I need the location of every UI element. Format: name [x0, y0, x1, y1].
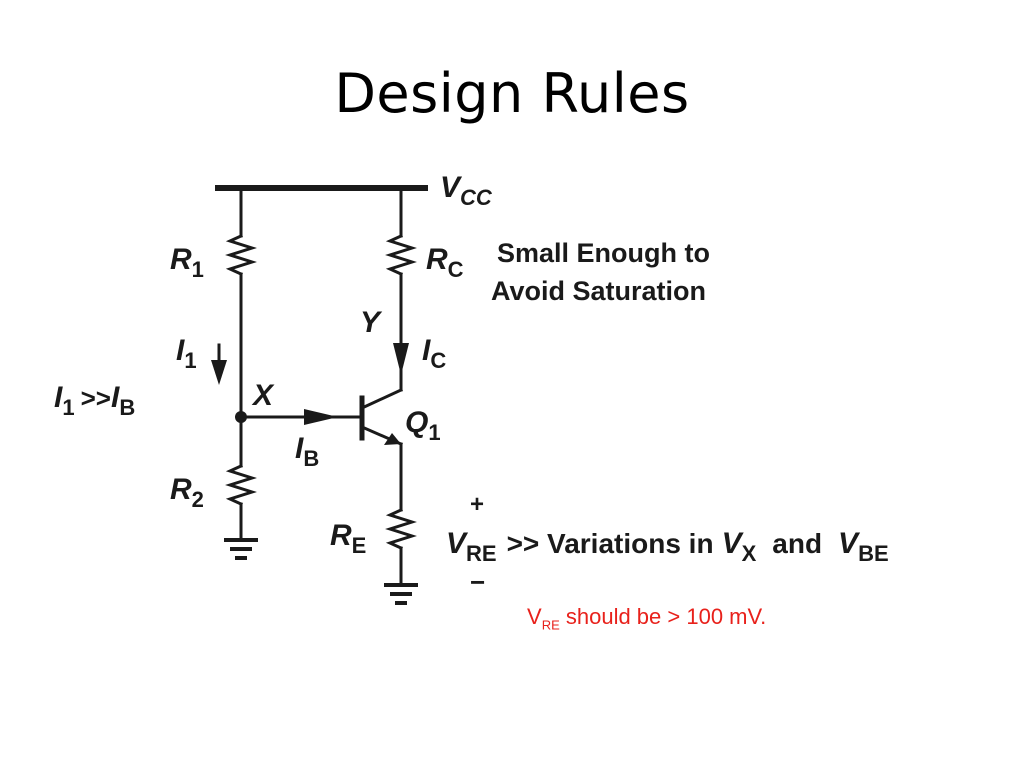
label-r1: R1: [170, 243, 204, 282]
label-r2: R2: [170, 473, 204, 512]
resistor-r1: [225, 234, 257, 276]
label-i1: I1: [176, 334, 197, 373]
ic-arrow: [393, 343, 409, 375]
resistor-rc: [385, 234, 417, 276]
resistor-r2: [225, 464, 257, 506]
transistor-collector: [360, 388, 403, 410]
emitter-arrow: [384, 433, 401, 445]
node-x-dot: [235, 411, 247, 423]
vre-note: VRE should be > 100 mV.: [527, 604, 766, 632]
label-node-x: X: [251, 379, 275, 412]
label-ic: IC: [422, 334, 446, 373]
page-title: Design Rules: [334, 62, 690, 125]
i1-arrow-head: [211, 360, 227, 385]
label-vcc: VCC: [440, 171, 493, 210]
vre-plus: +: [470, 491, 484, 518]
label-i1-rule: I1>>IB: [54, 381, 135, 420]
ib-arrow: [304, 409, 338, 425]
label-node-y: Y: [360, 306, 383, 339]
label-re: RE: [330, 519, 366, 558]
rc-note-line1: Small Enough to: [497, 238, 710, 268]
rc-note-line2: Avoid Saturation: [491, 276, 706, 306]
vre-note-text: should be > 100 mV.: [559, 604, 767, 629]
label-q1: Q1: [405, 406, 441, 445]
label-ib: IB: [295, 432, 319, 471]
vre-note-sub: RE: [541, 617, 560, 633]
resistor-re: [385, 508, 417, 550]
label-rc: RC: [426, 243, 464, 282]
vre-minus: −: [470, 567, 485, 597]
vre-note-v: V: [527, 604, 542, 629]
